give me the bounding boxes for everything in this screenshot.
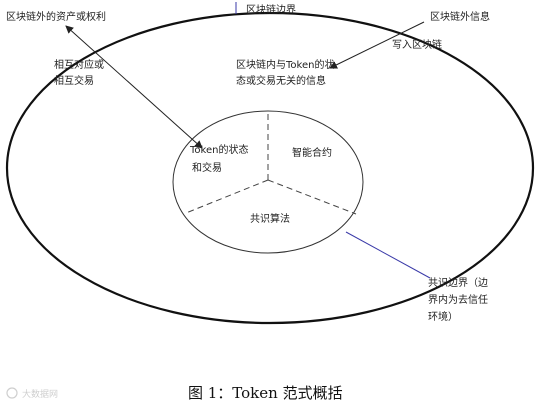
write-chain-label: 写入区块链 (392, 38, 442, 51)
watermark: 大数据网 (6, 387, 58, 400)
inner-info-line1: 区块链内与Token的状 (236, 58, 334, 71)
divider-right (267, 179, 357, 215)
divider-left (185, 179, 269, 214)
mutual-label-line1: 相互对应或 (54, 58, 104, 71)
write-to-chain-arrow (329, 21, 425, 69)
outside-info-label: 区块链外信息 (430, 10, 490, 23)
consensus-algo-label: 共识算法 (250, 212, 290, 225)
smart-contract-label: 智能合约 (292, 146, 332, 159)
consensus-boundary-line2: 界内为去信任 (428, 293, 488, 306)
watermark-text: 大数据网 (22, 388, 58, 400)
token-state-line1: Token的状态 (189, 143, 248, 156)
inner-info-line2: 态或交易无关的信息 (236, 74, 326, 87)
token-state-line2: 和交易 (192, 161, 222, 174)
figure-caption: 图 1：Token 范式概括 (188, 384, 343, 402)
consensus-boundary-pointer (345, 231, 431, 279)
watermark-logo-icon (6, 387, 18, 399)
blockchain-boundary-ellipse (5, 11, 535, 325)
mutual-correspondence-arrow (65, 25, 203, 149)
consensus-boundary-line3: 环境） (428, 310, 458, 323)
consensus-boundary-line1: 共识边界（边 (428, 277, 488, 289)
mutual-label-line2: 相互交易 (54, 74, 94, 87)
chain-boundary-label: 区块链边界 (246, 3, 296, 16)
consensus-boundary-ellipse (172, 110, 364, 254)
outside-assets-label: 区块链外的资产或权利 (6, 10, 106, 23)
